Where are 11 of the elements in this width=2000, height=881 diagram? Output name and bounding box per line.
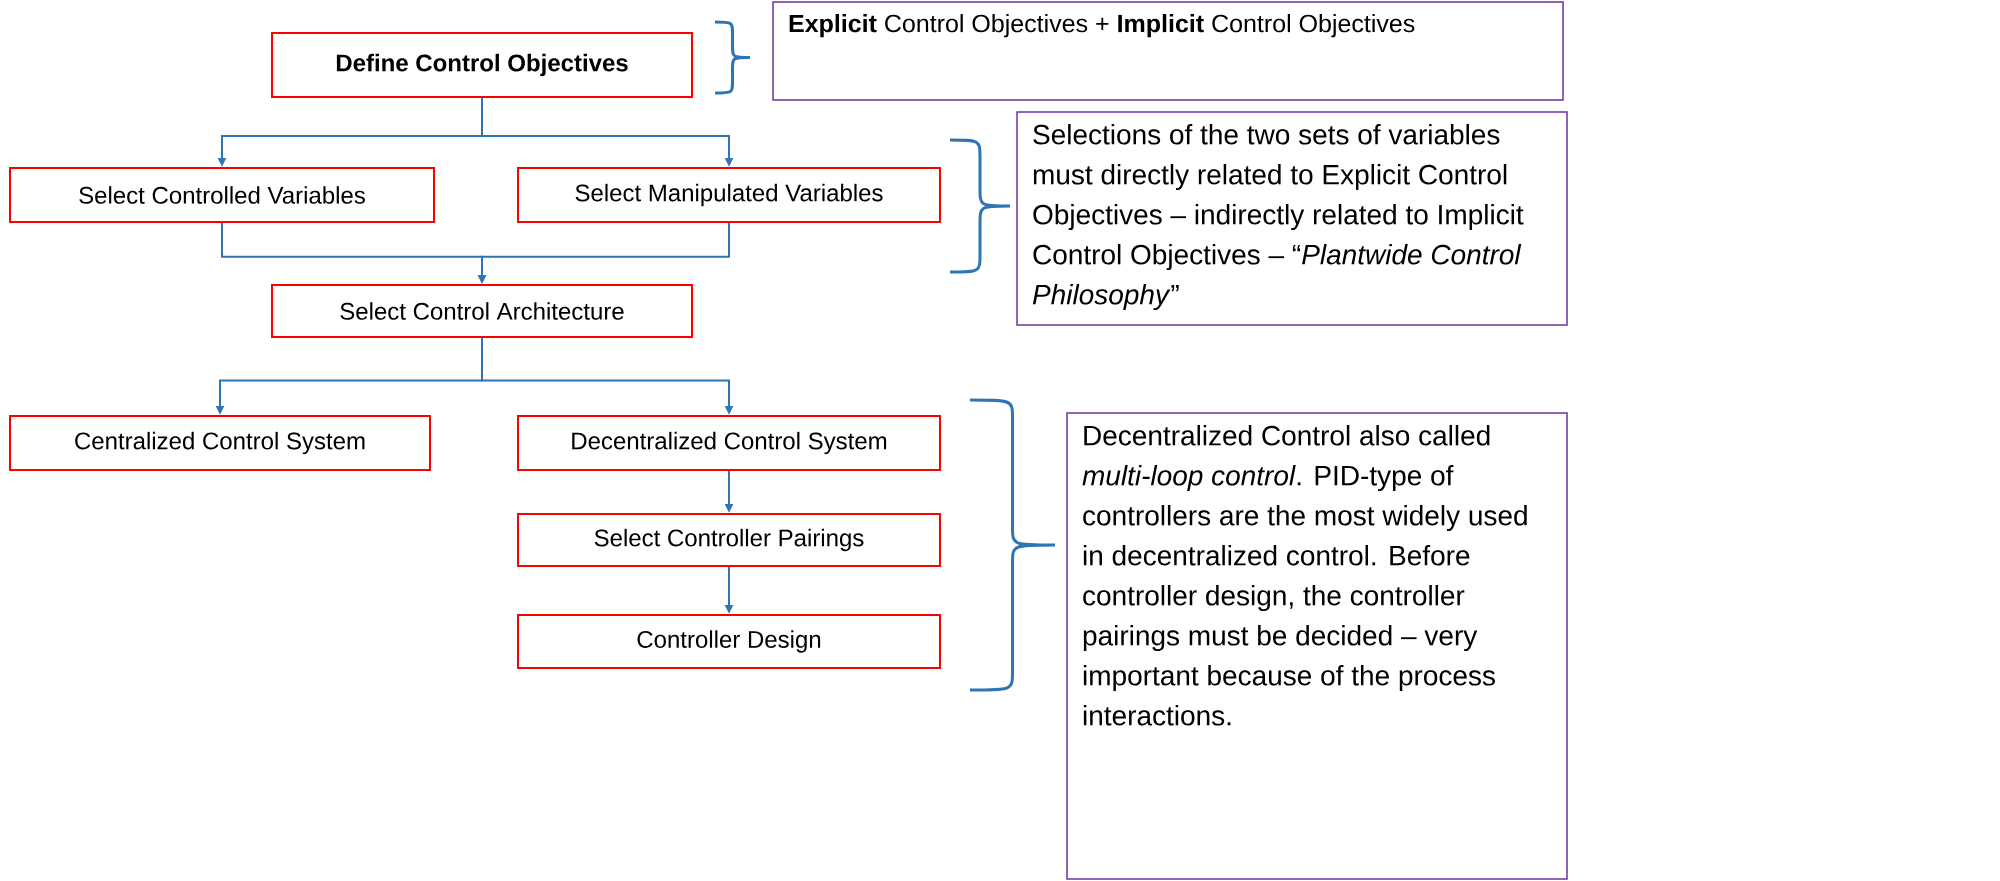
process-box: Select Manipulated Variables — [517, 167, 941, 223]
process-box: Controller Design — [517, 614, 941, 669]
note-box: Selections of the two sets of variables must directly related to Explicit Control Objectives – indirectly related to Implicit Control Objectives – “Plantwide Control Philosophy” — [1016, 111, 1568, 326]
process-box: Define Control Objectives — [271, 32, 693, 98]
process-box: Select Control Architecture — [271, 284, 693, 338]
process-box: Decentralized Control System — [517, 415, 941, 471]
note-box: Decentralized Control also called multi-loop control. PID-type of controllers are the most widely used in decentralized control. Before controller design, the controller pairings must be decided – very important because of the process interactions. — [1066, 412, 1568, 880]
process-box: Select Controlled Variables — [9, 167, 435, 223]
process-box: Centralized Control System — [9, 415, 431, 471]
process-box: Select Controller Pairings — [517, 513, 941, 567]
note-box: Explicit Control Objectives + Implicit Control Objectives — [772, 1, 1564, 101]
